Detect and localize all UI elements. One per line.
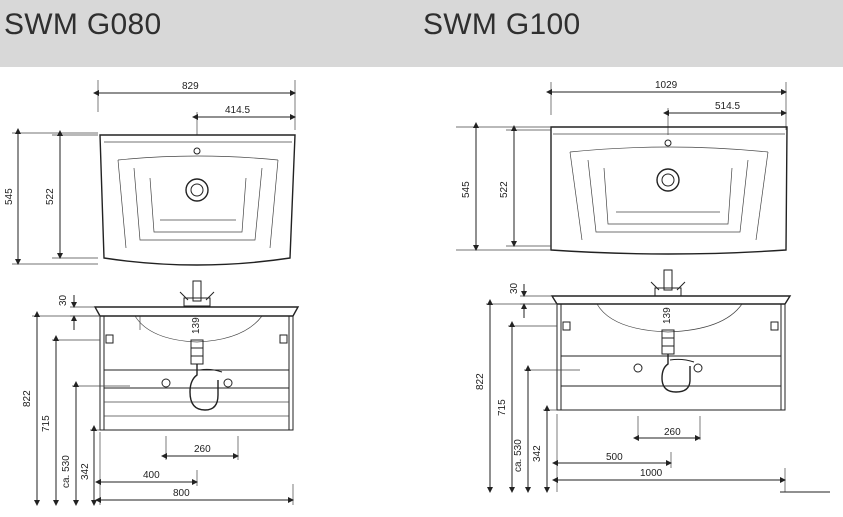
g080-front-view: 139 30 822 715 ca. 530 bbox=[22, 280, 300, 506]
dim-top-thickness-g100: 30 bbox=[509, 282, 520, 294]
basin-label: 139 bbox=[191, 317, 202, 334]
dim-half-width: 400 bbox=[143, 470, 160, 481]
dim-tap-offset-g100: 514.5 bbox=[715, 101, 740, 112]
dim-top-thickness: 30 bbox=[58, 294, 69, 306]
basin-label-g100: 139 bbox=[662, 307, 673, 324]
dim-tap-offset: 414.5 bbox=[225, 105, 250, 116]
model-title-g100: SWM G100 bbox=[423, 8, 581, 41]
dim-siphon-width-g100: 260 bbox=[664, 427, 681, 438]
dim-half-width-g100: 500 bbox=[606, 452, 623, 463]
dim-total-height: 822 bbox=[22, 390, 33, 407]
dim-floor-clearance: 342 bbox=[80, 463, 91, 480]
dim-depth-inner-g100: 522 bbox=[499, 181, 510, 198]
dim-cabinet-height: 715 bbox=[41, 415, 52, 432]
dim-cabinet-height-g100: 715 bbox=[497, 399, 508, 416]
dim-cabinet-width: 800 bbox=[173, 488, 190, 499]
dim-bottom-height: ca. 530 bbox=[61, 455, 72, 488]
dim-total-height-g100: 822 bbox=[475, 373, 486, 390]
dim-depth-outer-g100: 545 bbox=[461, 181, 472, 198]
model-title-g080: SWM G080 bbox=[4, 8, 162, 41]
dim-depth-outer: 545 bbox=[4, 188, 15, 205]
g100-front-view: 139 30 822 715 ca. 530 342 260 bbox=[475, 269, 830, 493]
g100-top-view: 1029 514.5 545 522 bbox=[456, 80, 788, 255]
dim-floor-clearance-g100: 342 bbox=[532, 445, 543, 462]
g080-top-view: 829 414.5 545 522 bbox=[4, 80, 296, 266]
dim-cabinet-width-g100: 1000 bbox=[640, 468, 663, 479]
dim-total-width: 829 bbox=[182, 81, 199, 92]
dim-depth-inner: 522 bbox=[45, 188, 56, 205]
dim-total-width-g100: 1029 bbox=[655, 80, 678, 91]
dim-bottom-height-g100: ca. 530 bbox=[513, 439, 524, 472]
dim-siphon-width: 260 bbox=[194, 444, 211, 455]
header-bar bbox=[0, 0, 843, 67]
